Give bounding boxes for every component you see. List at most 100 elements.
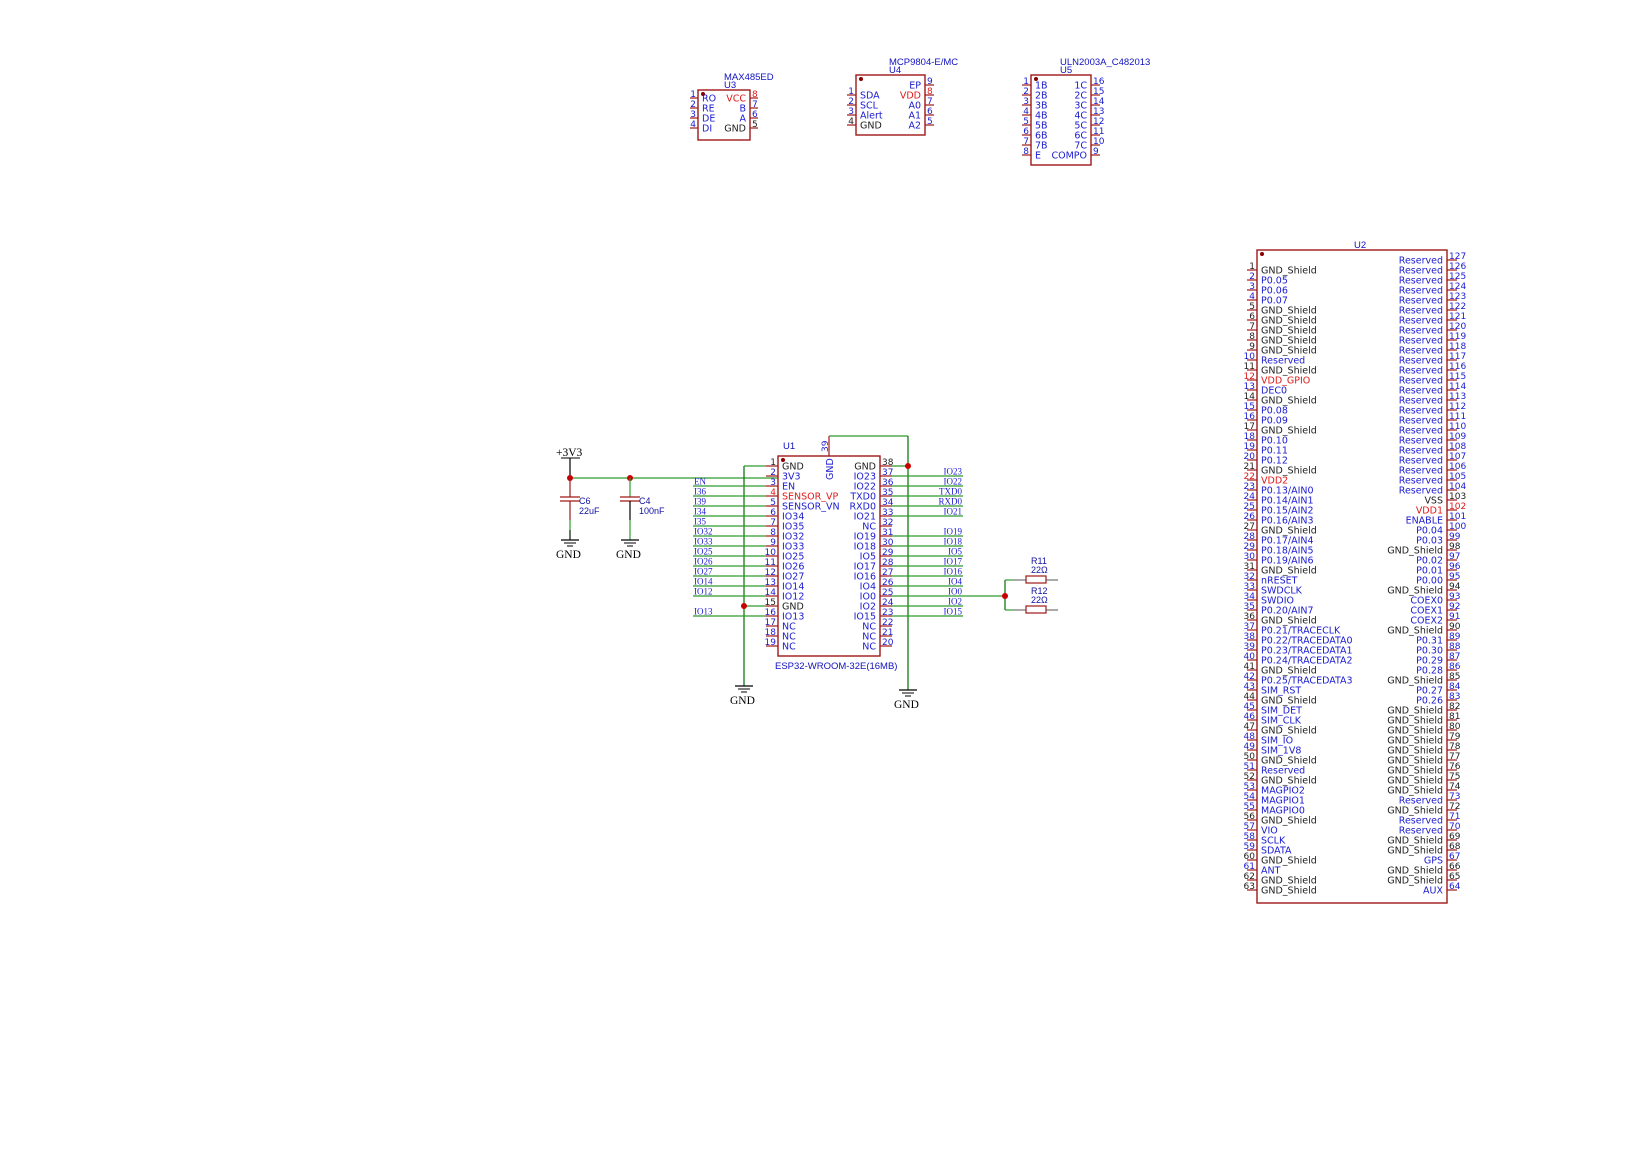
u4-pin-5[interactable]: 5A2	[908, 117, 934, 132]
resistor-r12[interactable]: R12 22Ω	[1014, 586, 1058, 614]
u3-pin-7[interactable]: 7B	[739, 100, 758, 115]
